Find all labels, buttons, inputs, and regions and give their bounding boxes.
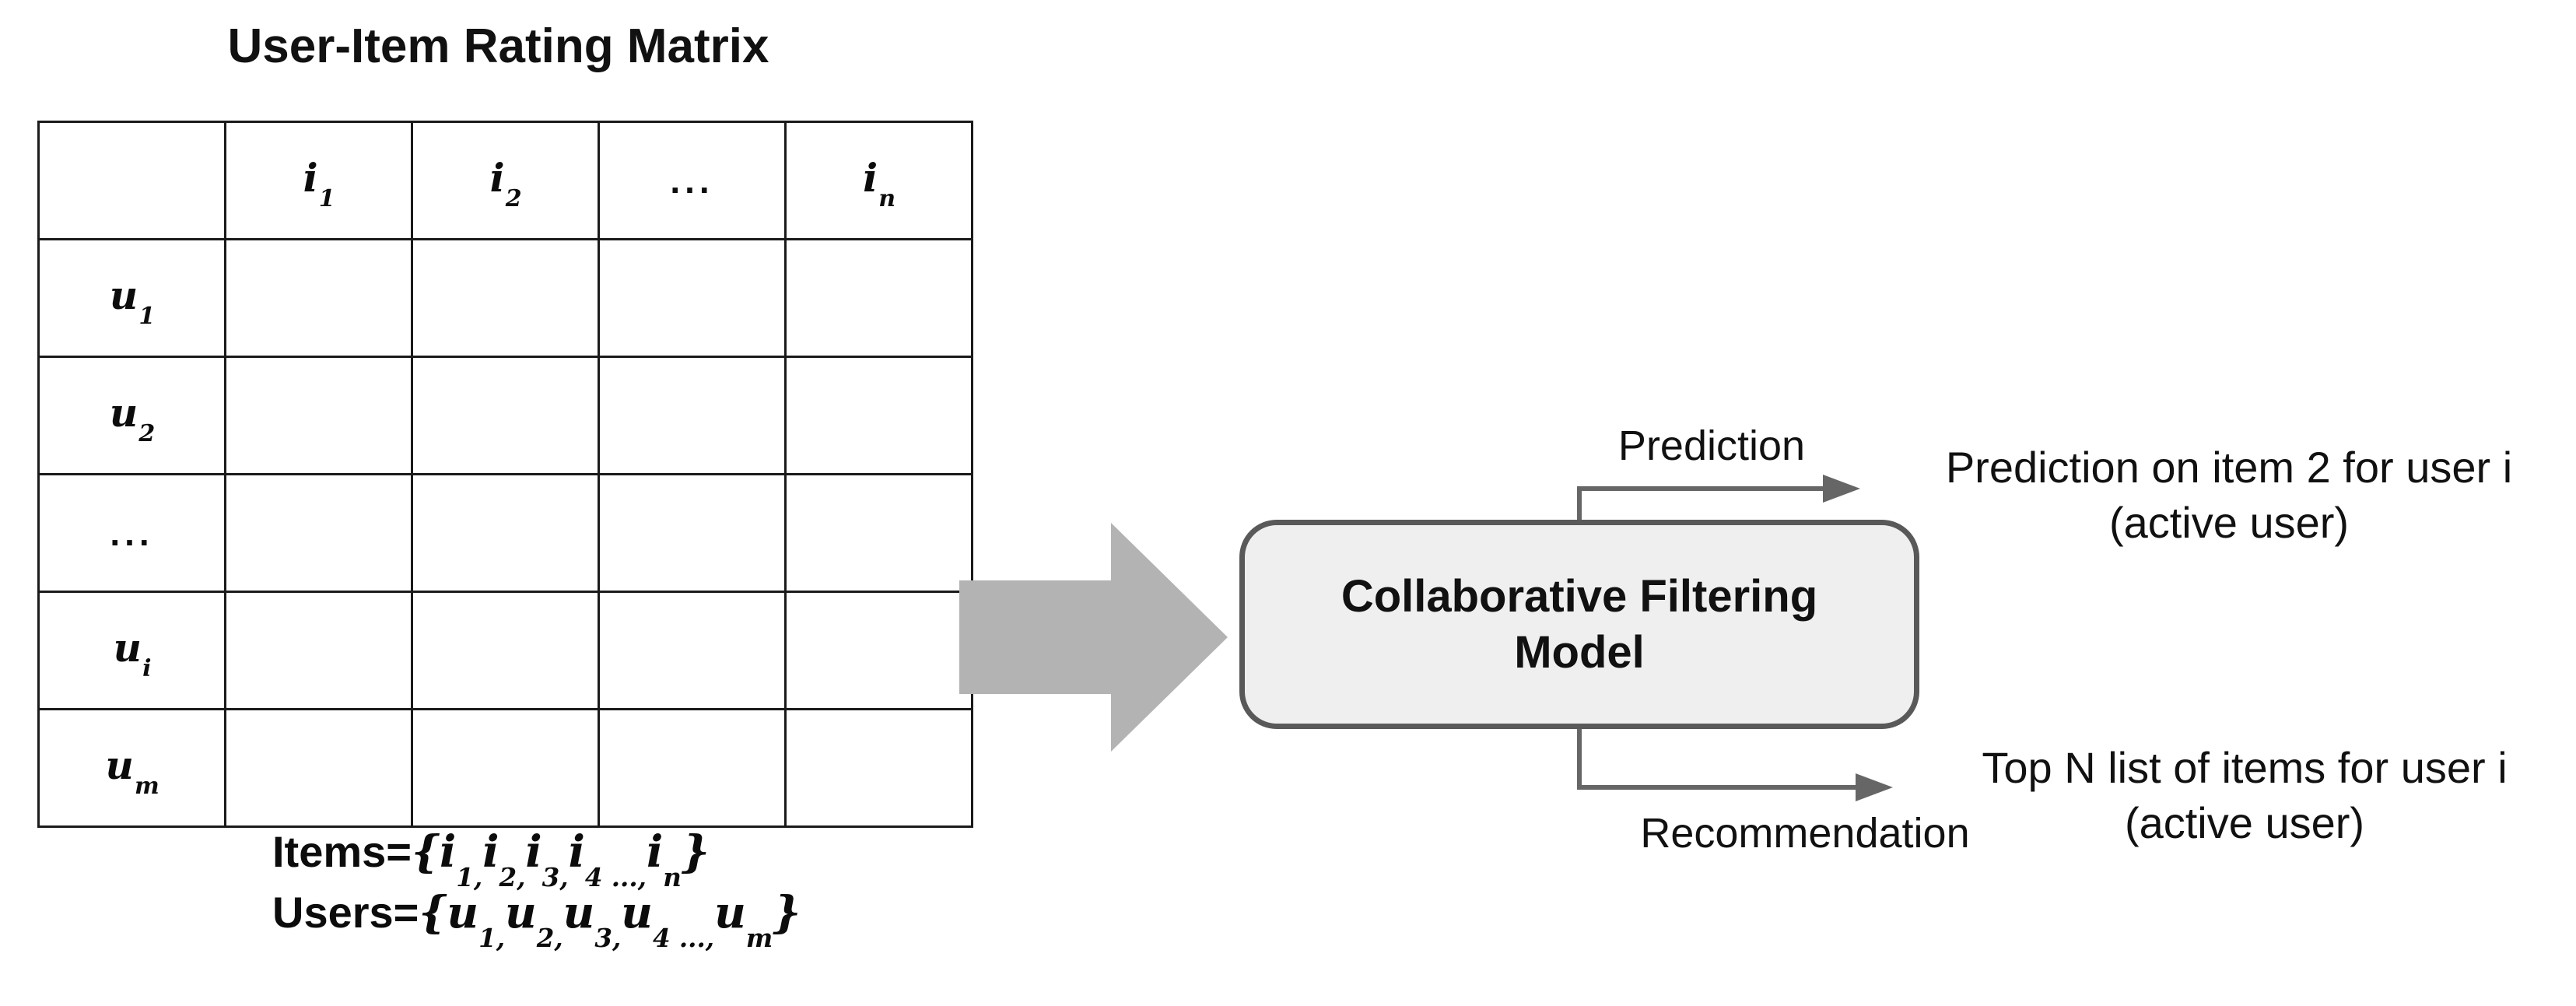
col-header-i1: i1 [224,121,413,240]
matrix-cell-highlighted-column [411,356,600,475]
matrix-cell-intersection [411,591,600,710]
users-set-formula: Users={u1,u2,u3,u4 ...,um} [272,887,801,953]
prediction-result-text: Prediction on item 2 for user i (active … [1871,440,2576,550]
users-term-m-sub: m [745,923,773,953]
col-header-i1-base: i [303,155,318,201]
matrix-row-u1: u1 [37,238,973,358]
row-label-ellipsis-label: ... [110,513,154,553]
col-header-i1-sub: 1 [318,185,335,213]
matrix-cell [598,356,787,475]
matrix-cell [598,473,787,593]
matrix-row-ui-active-user: ui [37,591,973,710]
row-label-um-base: u [105,742,134,788]
matrix-cell-highlighted-row [784,591,973,710]
col-header-in-sub: n [878,185,896,213]
matrix-header-row: i1 i2 ... in [37,121,973,240]
items-term-n-base: i [646,826,664,878]
matrix-cell-highlighted-row [598,591,787,710]
matrix-cell [784,708,973,828]
items-term-4-base: i [568,826,585,878]
matrix-cell [224,238,413,358]
users-open-brace: { [419,887,447,938]
col-header-i2-base: i [489,155,505,201]
user-item-rating-matrix: i1 i2 ... in u1 u2 ... [37,121,973,828]
matrix-cell-highlighted-row [224,591,413,710]
items-term-3-base: i [525,826,542,878]
row-label-u1: u1 [37,238,226,358]
users-term-1-base: u [447,887,479,938]
prediction-connector-line [1577,486,1823,520]
prediction-arrowhead-icon [1823,475,1860,503]
items-term-2-sub: 2, [499,862,526,892]
prediction-arrow-label: Prediction [1617,422,1806,469]
row-label-u1-base: u [109,272,138,318]
items-term-n-sub: n [663,862,682,892]
col-header-i2: i2 [411,121,600,240]
users-term-2-base: u [505,887,537,938]
row-label-u2-base: u [109,390,138,436]
users-term-3-sub: 3, [594,923,622,953]
recommendation-result-line2: (active user) [2124,797,2365,847]
col-header-in-base: i [863,155,878,201]
items-label: Items= [272,827,412,876]
matrix-row-u2: u2 [37,356,973,475]
matrix-corner-cell [37,121,226,240]
recommendation-arrowhead-icon [1856,773,1893,801]
col-header-in: in [784,121,973,240]
row-label-ui: ui [37,591,226,710]
matrix-to-model-arrow-icon [959,523,1228,752]
row-label-ellipsis: ... [37,473,226,593]
users-term-m-base: u [714,887,746,938]
items-term-1-base: i [440,826,457,878]
items-term-1-sub: 1, [456,862,483,892]
row-label-ui-sub: i [142,655,152,683]
row-label-um: um [37,708,226,828]
matrix-row-ellipsis: ... [37,473,973,593]
users-label: Users= [272,888,419,937]
matrix-cell [224,473,413,593]
items-set-formula: Items={i1,i2,i3,i4 ...,in} [272,826,710,892]
matrix-cell [784,473,973,593]
recommendation-result-line1: Top N list of items for user i [1982,743,2508,792]
users-term-1-sub: 1, [478,923,506,953]
col-header-i2-sub: 2 [505,185,522,213]
matrix-cell [224,708,413,828]
row-label-u2: u2 [37,356,226,475]
row-label-u1-sub: 1 [138,303,156,331]
matrix-cell [784,356,973,475]
prediction-result-line2: (active user) [2108,497,2350,547]
items-open-brace: { [412,826,440,878]
items-term-3-sub: 3, [541,862,569,892]
row-label-ui-base: u [113,625,142,671]
matrix-cell-highlighted-column [411,238,600,358]
row-label-u2-sub: 2 [138,420,156,448]
items-close-brace: } [681,826,710,878]
matrix-cell-highlighted-column [411,708,600,828]
users-term-4-base: u [621,887,653,938]
recommendation-arrow-label: Recommendation [1640,810,1970,857]
matrix-cell [224,356,413,475]
collaborative-filtering-model-box: Collaborative Filtering Model [1239,520,1919,729]
model-box-label-line1: Collaborative Filtering [1341,570,1818,622]
row-label-um-sub: m [134,773,159,801]
recommendation-connector-line [1577,729,1856,790]
matrix-cell [784,238,973,358]
matrix-cell [598,708,787,828]
prediction-result-line1: Prediction on item 2 for user i [1945,443,2513,492]
col-header-ellipsis: ... [598,121,787,240]
users-term-2-sub: 2, [536,923,563,953]
matrix-cell [598,238,787,358]
users-term-4-sub: 4 ..., [652,923,715,953]
matrix-row-um: um [37,708,973,828]
col-header-ellipsis-label: ... [670,160,714,201]
users-close-brace: } [773,887,801,938]
page-title: User-Item Rating Matrix [227,19,769,73]
recommendation-result-text: Top N list of items for user i (active u… [1902,741,2576,850]
matrix-cell-highlighted-column [411,473,600,593]
items-term-2-base: i [482,826,499,878]
users-term-3-base: u [563,887,595,938]
model-box-label-line2: Model [1514,626,1645,678]
items-term-4-sub: 4 ..., [584,862,647,892]
